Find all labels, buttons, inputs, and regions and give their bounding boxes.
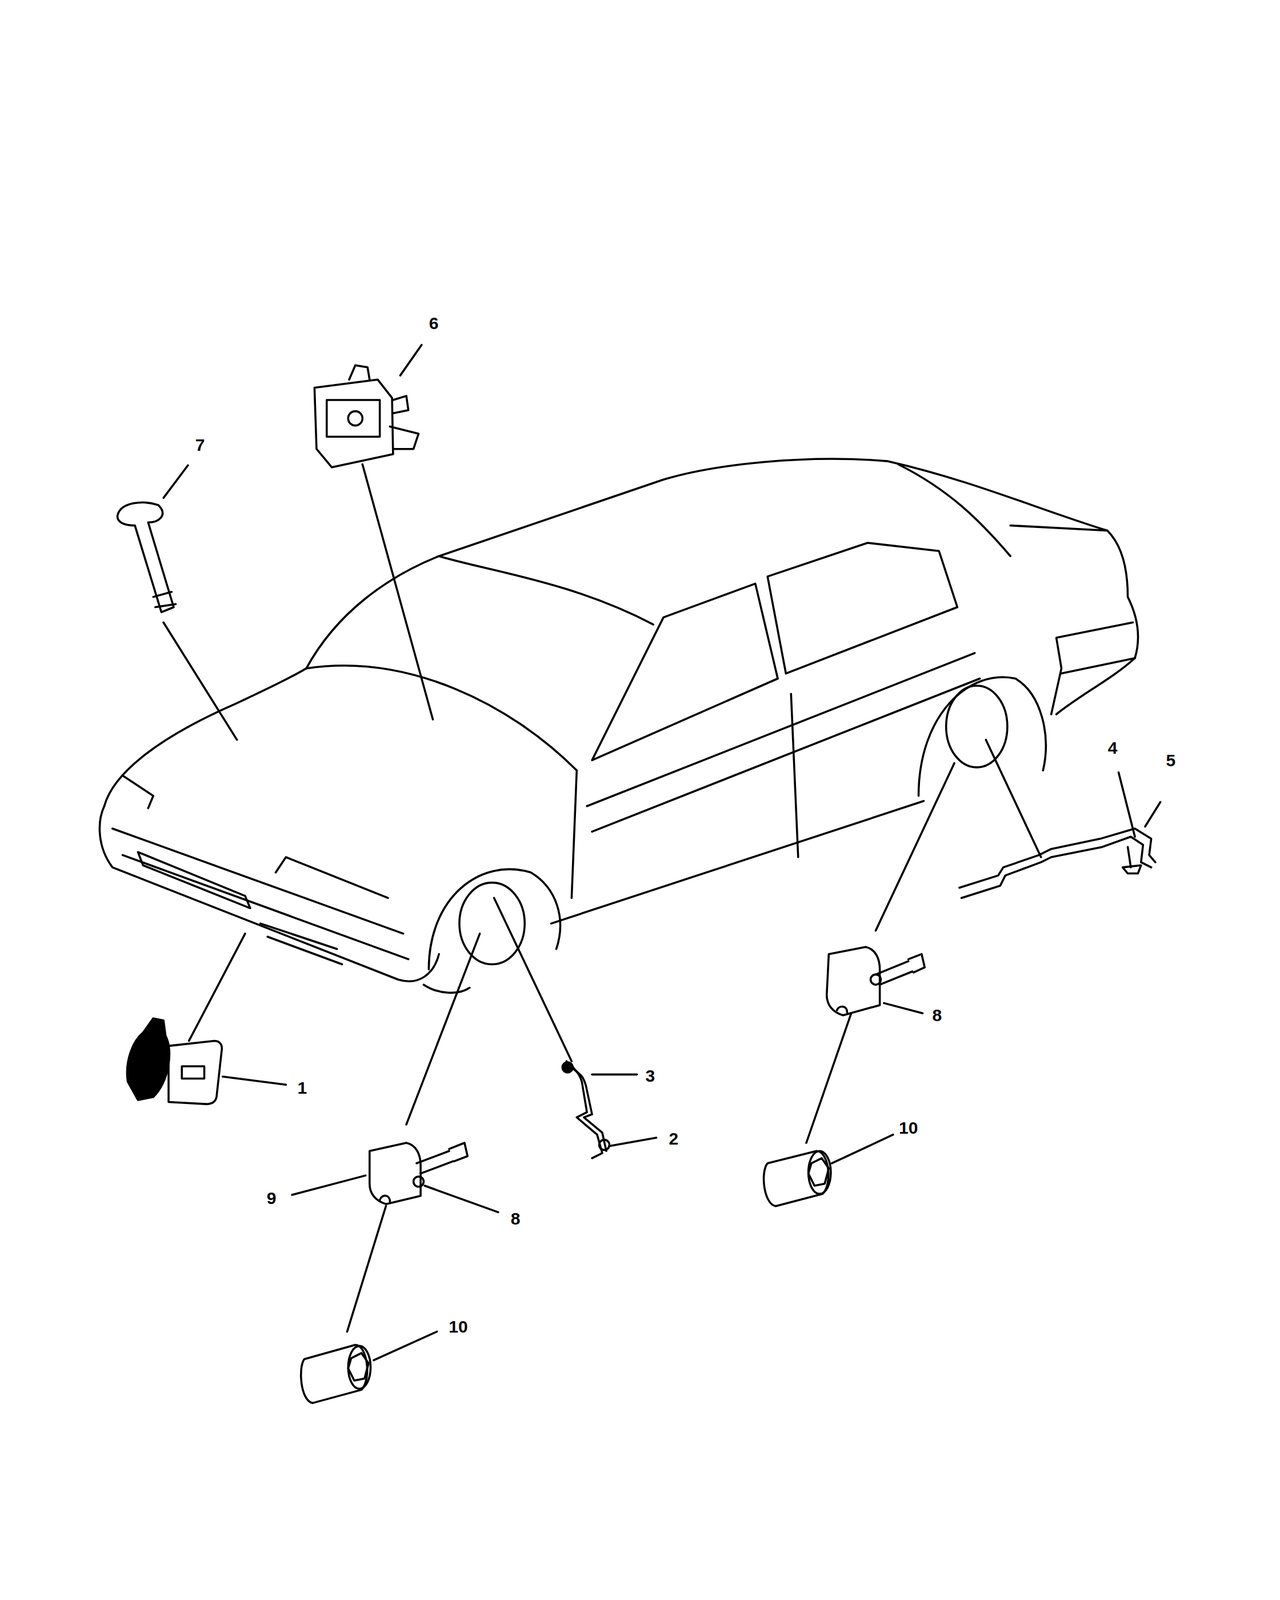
callout-number: 4	[1108, 739, 1118, 757]
callout-number: 6	[429, 314, 439, 332]
callout-number: 1	[297, 1079, 307, 1097]
callout-number: 5	[1166, 752, 1176, 770]
callout-number: 2	[669, 1130, 679, 1148]
callout-number: 9	[266, 1189, 277, 1207]
callout-number: 3	[645, 1067, 656, 1085]
callout-number: 8	[510, 1210, 521, 1228]
callout-number: 10	[898, 1119, 918, 1137]
callout-number: 8	[932, 1006, 942, 1024]
callout-number: 10	[448, 1318, 468, 1336]
callout-number: 7	[195, 436, 206, 454]
